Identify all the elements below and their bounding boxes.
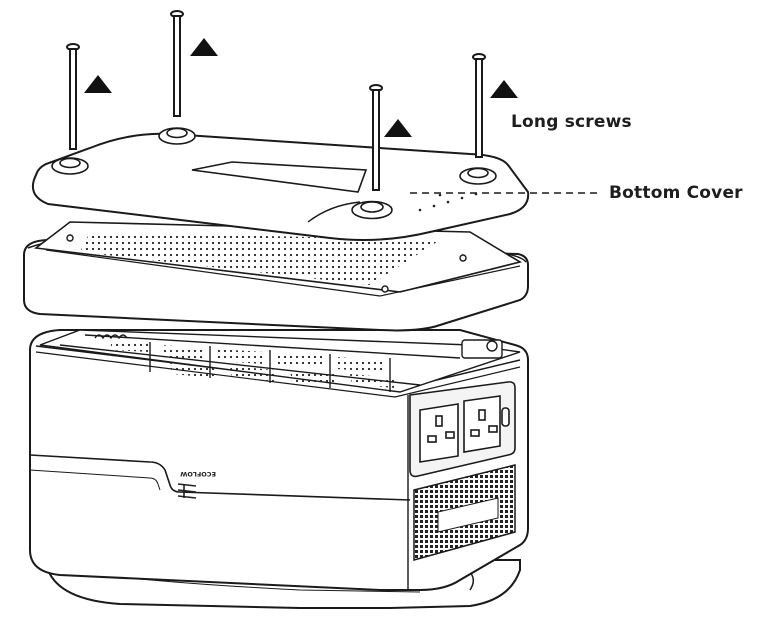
screw-icon (472, 53, 486, 158)
vent-grille (413, 464, 516, 561)
screw-icon (369, 84, 383, 191)
direction-arrows (84, 38, 518, 137)
screw-icon (66, 43, 80, 150)
up-arrow-icon (384, 119, 412, 137)
ac-panel (409, 381, 516, 478)
long-screws (66, 10, 486, 191)
up-arrow-icon (190, 38, 218, 56)
bottom-cover (32, 127, 530, 241)
up-arrow-icon (490, 80, 518, 98)
screw-boss (51, 127, 497, 220)
bottom-cover-label: Bottom Cover (609, 183, 743, 203)
ac-outlet-icon (463, 395, 501, 453)
ac-outlet-icon (419, 403, 459, 463)
cover-label-plate (191, 161, 368, 193)
main-unit (29, 329, 529, 609)
up-arrow-icon (84, 75, 112, 93)
screw-icon (170, 10, 184, 117)
brand-text: ECOFLOW (180, 470, 216, 478)
brand-logo: ECOFLOW (177, 470, 216, 499)
middle-frame (23, 221, 529, 332)
battery-cells (39, 329, 521, 393)
mesh-panel (80, 232, 440, 285)
long-screws-label: Long screws (511, 112, 632, 132)
